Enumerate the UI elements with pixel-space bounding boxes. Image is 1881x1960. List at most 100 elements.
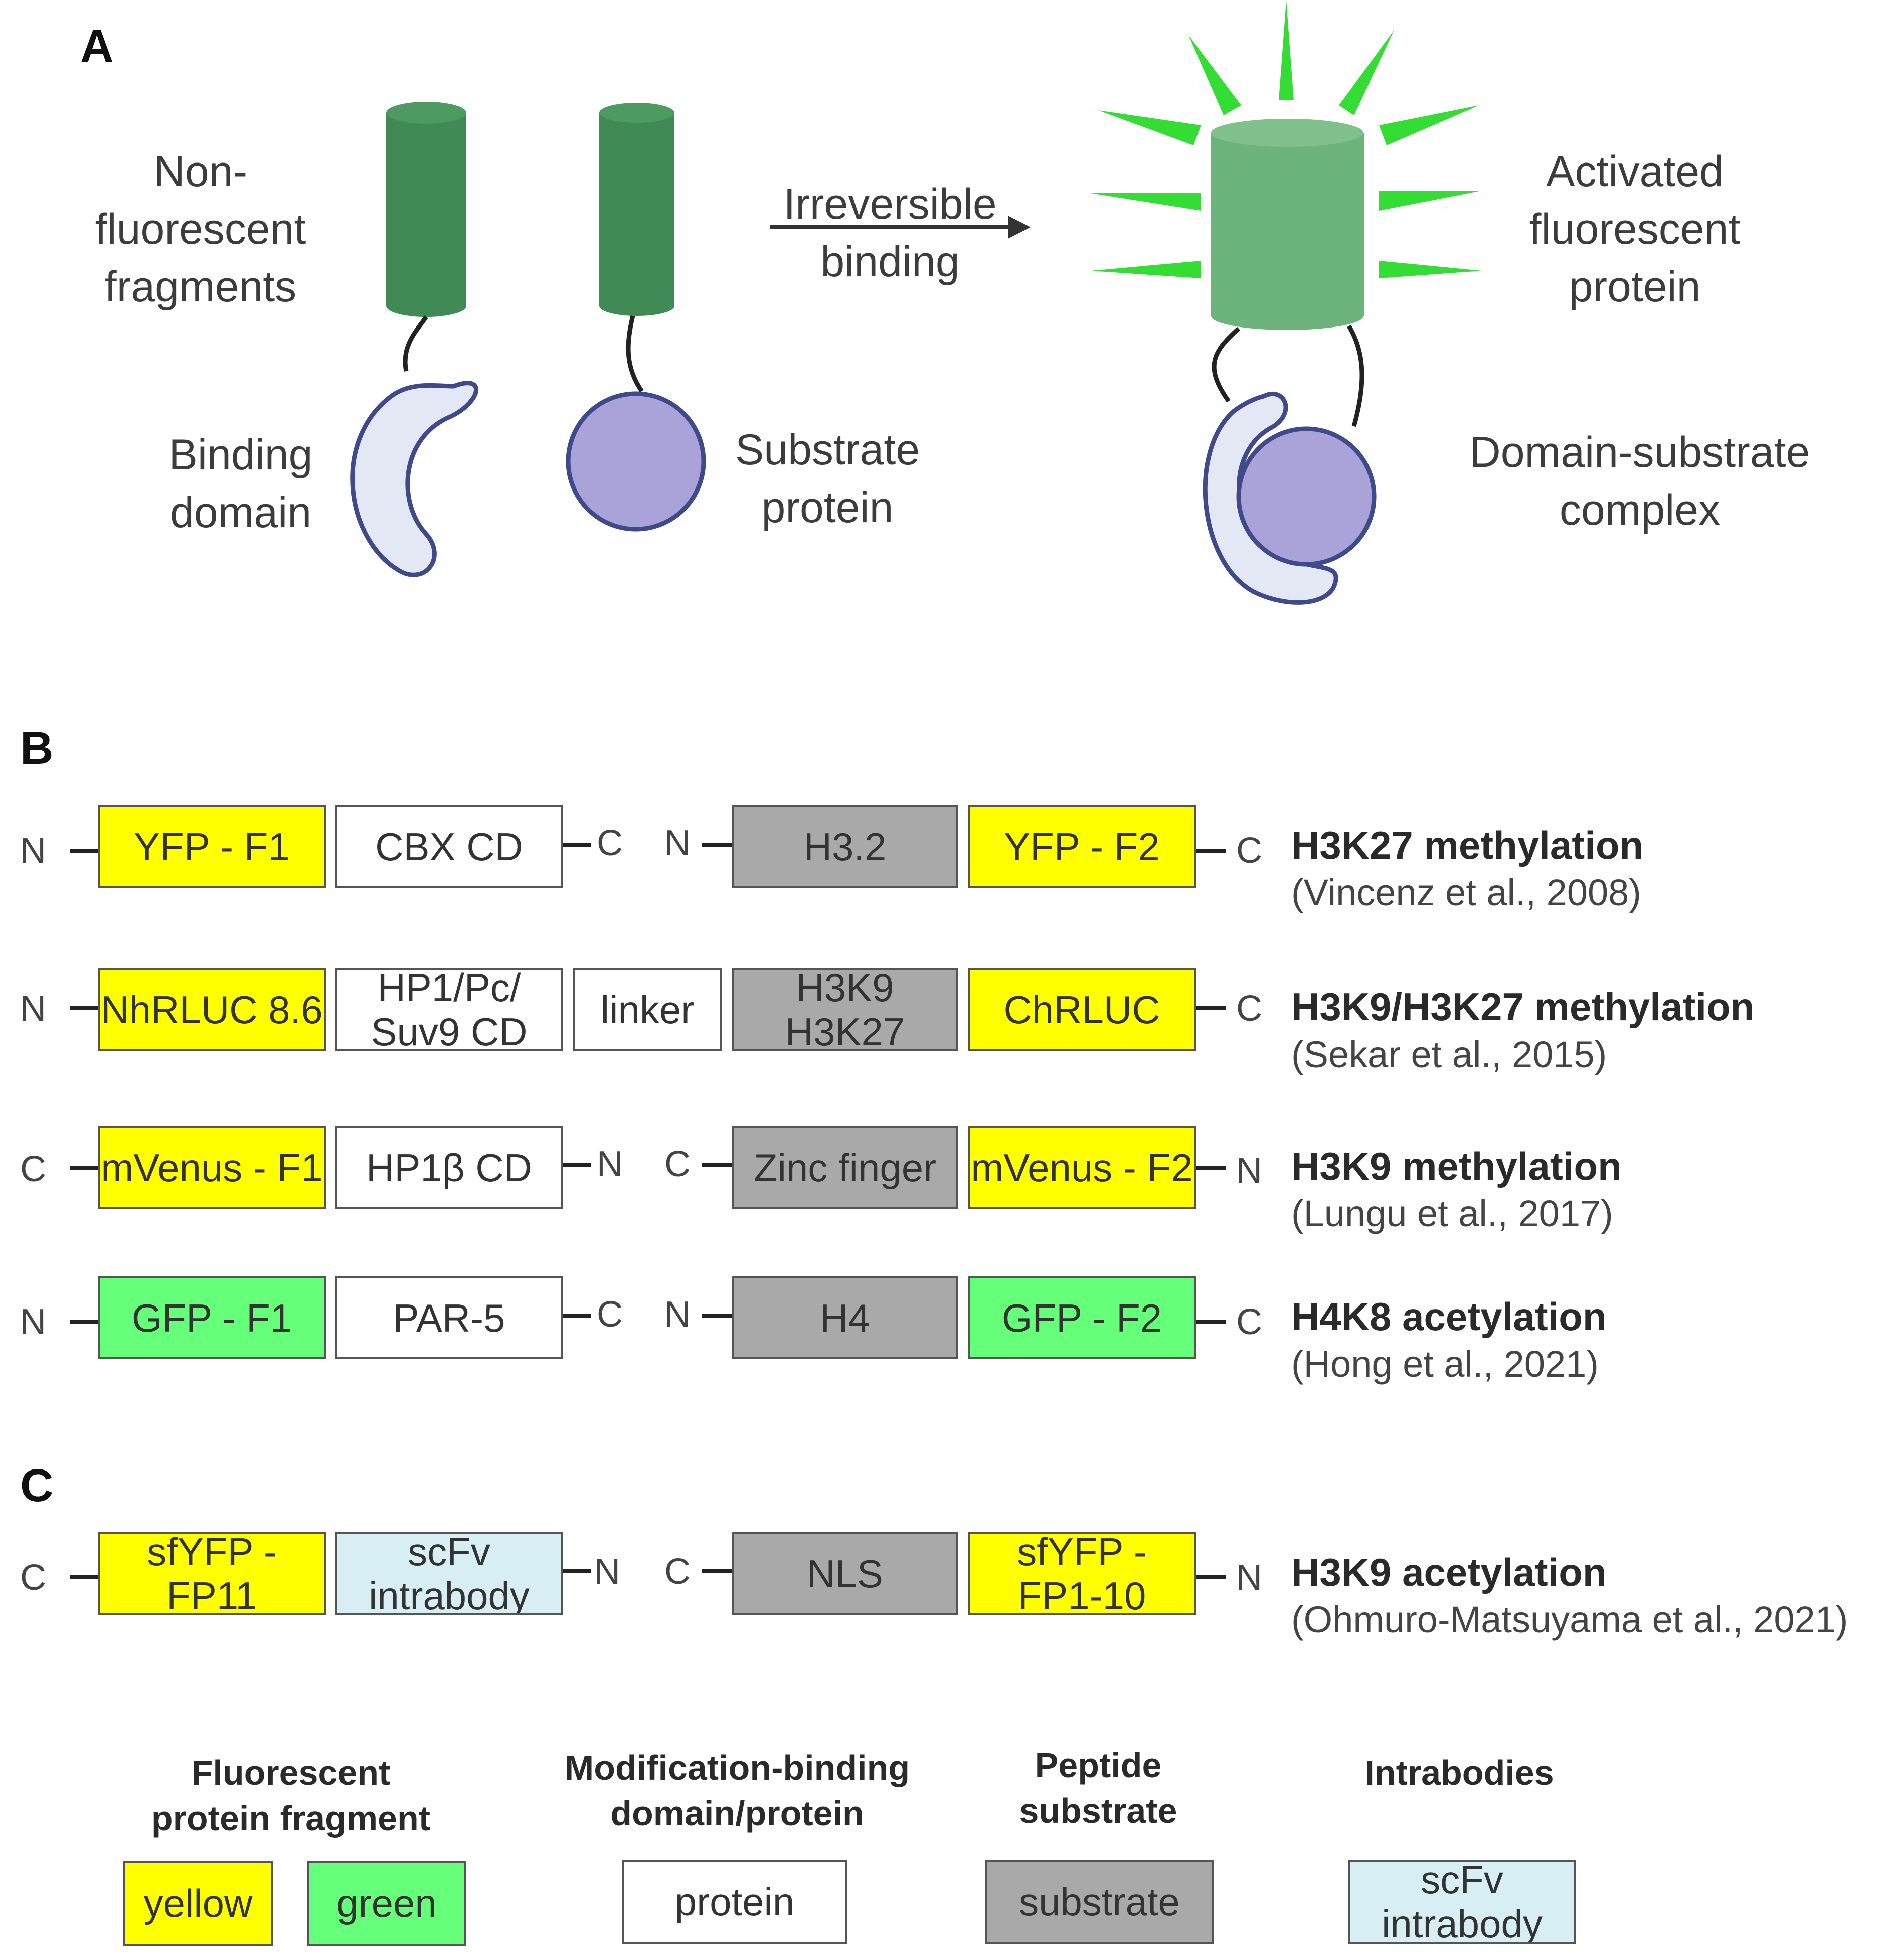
fragment-2-cylinder — [599, 103, 674, 316]
construct-citation: (Vincenz et al., 2008) — [1291, 872, 1641, 913]
substrate-label-line1: Substrate — [735, 426, 920, 474]
construct-citation: (Hong et al., 2021) — [1291, 1343, 1599, 1385]
binding-domain-box: HP1β CD — [335, 1126, 563, 1209]
legend-protein-swatch: protein — [622, 1860, 847, 1944]
fragment-box: YFP - F1 — [98, 805, 326, 888]
box-line-2: FP1-10 — [1017, 1573, 1146, 1615]
construct-title: H3K9/H3K27 methylation — [1291, 985, 1755, 1029]
complex-label-line2: complex — [1559, 486, 1721, 534]
substrate-box: NLS — [732, 1532, 958, 1615]
panel-a-graphics — [350, 0, 1482, 605]
connector — [1196, 1006, 1226, 1010]
legend-intra-heading: Intrabodies — [1304, 1750, 1615, 1795]
terminus: N — [20, 1302, 46, 1342]
fragment-box: sfYFP - FP11 — [98, 1532, 326, 1615]
terminus: C — [664, 1552, 691, 1592]
fragment-box: YFP - F2 — [968, 805, 1196, 888]
substrate-box: H3K9 H3K27 — [732, 968, 958, 1051]
box-line-2: Suv9 CD — [371, 1009, 528, 1051]
complex-label: Domain-substrate complex — [1434, 424, 1845, 539]
connector — [70, 1320, 98, 1324]
terminus: N — [20, 831, 46, 871]
connector — [702, 843, 732, 847]
box-line-2: H3K27 — [785, 1009, 905, 1051]
connector — [563, 1569, 591, 1573]
binding-domain-box: HP1/Pc/ Suv9 CD — [335, 968, 563, 1051]
activated-label-line2: fluorescent — [1529, 205, 1741, 253]
fragment-box: GFP - F2 — [968, 1276, 1196, 1359]
legend-heading-line: Intrabodies — [1364, 1753, 1554, 1792]
construct-title: H3K27 methylation — [1291, 823, 1644, 867]
complex-linker-2 — [1347, 324, 1364, 427]
legend-yellow-swatch: yellow — [123, 1861, 273, 1946]
connector — [1196, 1575, 1226, 1579]
box-line-1: scFv — [1421, 1860, 1503, 1902]
legend-heading-line: domain/protein — [610, 1793, 864, 1833]
terminus: C — [597, 823, 623, 863]
construct-citation: (Ohmuro-Matsuyama et al., 2021) — [1291, 1599, 1848, 1641]
legend-heading-line: Peptide — [1035, 1746, 1162, 1785]
connector — [1196, 849, 1226, 853]
box-line-1: sfYFP - — [1017, 1532, 1147, 1574]
terminus: C — [664, 1144, 691, 1184]
panel-b-letter: B — [20, 723, 54, 774]
legend-heading-line: protein fragment — [151, 1799, 431, 1838]
construct-title: H3K9 methylation — [1291, 1144, 1622, 1188]
terminus: C — [597, 1294, 623, 1335]
connector — [1196, 1166, 1226, 1170]
fragment-box: NhRLUC 8.6 — [98, 968, 326, 1051]
connector — [1196, 1320, 1226, 1324]
substrate-protein-label: Substrate protein — [712, 421, 943, 537]
activated-label-line1: Activated — [1546, 147, 1724, 196]
box-line-2: intrabody — [369, 1573, 530, 1615]
substrate-protein-shape — [566, 391, 706, 532]
fluorescence-glow — [1091, 0, 1482, 278]
legend-heading-line: substrate — [1019, 1791, 1177, 1830]
fragment-box: mVenus - F2 — [968, 1126, 1196, 1209]
legend-pep-heading: Peptide substrate — [963, 1743, 1234, 1833]
terminus: N — [20, 989, 46, 1029]
legend-heading-line: Modification-binding — [564, 1748, 910, 1787]
fragments-label-line2: fluorescent — [95, 205, 306, 253]
panel-c-letter: C — [20, 1460, 54, 1511]
connector — [702, 1314, 732, 1318]
connector — [70, 1166, 98, 1170]
legend-green-swatch: green — [307, 1861, 466, 1946]
linker-1 — [403, 315, 428, 372]
fragment-box: sfYFP - FP1-10 — [968, 1532, 1196, 1615]
legend-mod-heading: Modification-binding domain/protein — [532, 1745, 943, 1836]
fragments-label-line1: Non- — [153, 147, 248, 196]
terminus: N — [664, 823, 691, 863]
fragment-box: GFP - F1 — [98, 1276, 326, 1359]
arrow-label-line2: binding — [820, 238, 960, 286]
legend-substrate-swatch: substrate — [985, 1860, 1214, 1944]
binding-domain-box: PAR-5 — [335, 1276, 563, 1359]
connector — [563, 843, 591, 847]
fragment-box: mVenus - F1 — [98, 1126, 326, 1209]
arrow-label-line1: Irreversible — [783, 180, 997, 228]
connector — [563, 1163, 591, 1167]
connector — [702, 1163, 732, 1167]
substrate-box: H4 — [732, 1276, 958, 1359]
terminus: N — [594, 1552, 620, 1592]
box-line-2: intrabody — [1382, 1902, 1543, 1944]
fragments-label-line3: fragments — [104, 263, 297, 311]
box-line-1: H3K9 — [796, 968, 894, 1010]
construct-citation: (Lungu et al., 2017) — [1291, 1193, 1613, 1234]
construct-title: H3K9 acetylation — [1291, 1550, 1607, 1594]
terminus: N — [1236, 1151, 1262, 1191]
connector — [70, 1575, 98, 1579]
panel-a-letter: A — [80, 21, 114, 72]
terminus: C — [20, 1558, 46, 1598]
linker-box: linker — [573, 968, 722, 1051]
complex-substrate-shape — [1236, 426, 1377, 567]
binding-domain-box: CBX CD — [335, 805, 563, 888]
construct-citation: (Sekar et al., 2015) — [1291, 1034, 1607, 1075]
substrate-box: H3.2 — [732, 805, 958, 888]
terminus: C — [1236, 989, 1262, 1029]
terminus: C — [1236, 831, 1262, 871]
connector — [702, 1569, 732, 1573]
activated-label-line3: protein — [1569, 263, 1701, 311]
connector — [70, 849, 98, 853]
substrate-label-line2: protein — [761, 483, 894, 532]
